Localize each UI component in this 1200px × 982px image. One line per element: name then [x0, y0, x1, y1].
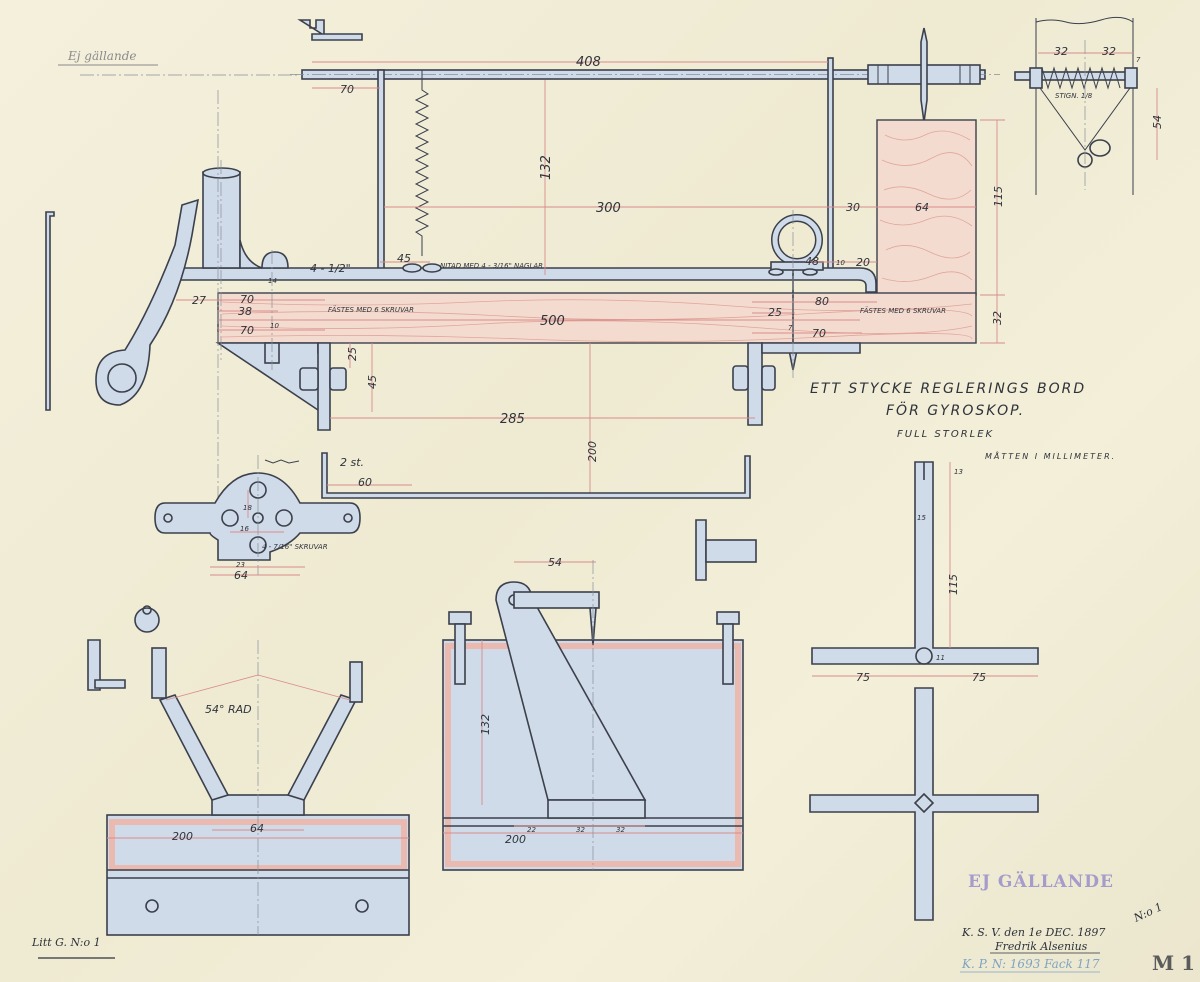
dim-80: 80	[815, 295, 829, 308]
dim-60: 60	[358, 476, 372, 489]
dim-32-right: 32	[991, 311, 1004, 325]
dim-11: 11	[936, 654, 945, 662]
dim-22: 22	[527, 826, 536, 834]
dim-132-box: 132	[479, 714, 492, 735]
rivets	[402, 263, 818, 276]
dim-500: 500	[540, 314, 565, 329]
dim-27: 27	[192, 294, 206, 307]
stign-note: STIGN. 1/8	[1055, 92, 1093, 100]
dim-15: 15	[917, 514, 926, 522]
dim-48: 48	[805, 255, 819, 268]
dim-7-spring: 7	[1136, 56, 1141, 64]
dim-16: 16	[240, 525, 249, 533]
clip-detail	[297, 19, 363, 41]
title-line-3: FULL STORLEK	[897, 429, 994, 440]
dim-115: 115	[992, 186, 1005, 207]
dim-10b: 10	[270, 322, 279, 330]
v-holder-view: 54° RAD 200 64	[87, 605, 410, 936]
dim-10: 10	[836, 259, 845, 267]
dim-64-top: 64	[915, 201, 929, 214]
two-pieces-note: 2 st.	[340, 456, 364, 469]
fastes-note-right: FÄSTES MED 6 SKRUVAR	[860, 306, 946, 315]
flange-screws-note: 4 - 7/16" SKRUVAR	[262, 543, 328, 551]
dim-285: 285	[500, 412, 525, 427]
dim-54-spring: 54	[1151, 115, 1164, 129]
lever-arm	[95, 198, 200, 406]
dim-32a: 32	[576, 826, 585, 834]
right-bracket	[747, 342, 763, 426]
tension-spring	[414, 70, 430, 256]
sheet-number: M 1	[1152, 951, 1195, 975]
dim-32-spring-right: 32	[1102, 45, 1116, 58]
dim-75-right: 75	[972, 671, 986, 684]
tube-post	[202, 171, 241, 269]
main-side-view: 408 70 132 300 30 64 115 32 45 NITAD MED…	[45, 19, 1005, 530]
nitad-note: NITAD MED 4 - 3/16" NAGLAR	[440, 262, 543, 270]
sheet-reference: Litt G. N:o 1	[31, 936, 101, 949]
dim-70a: 70	[240, 293, 254, 306]
dim-13: 13	[954, 468, 963, 476]
base-plate	[177, 267, 877, 293]
corner-mark: N:o 1	[1131, 900, 1165, 925]
archive-reference: K. P. N: 1693 Fack 117	[961, 957, 1100, 971]
wood-board	[217, 292, 977, 344]
pencil-note: Ej gällande	[58, 49, 300, 76]
dim-70-top: 70	[340, 83, 354, 96]
flange-view: 18 16 23 64 4 - 7/16" SKRUVAR	[154, 455, 361, 582]
dim-25: 25	[768, 306, 782, 319]
dim-200: 200	[586, 441, 599, 462]
angle-note: 54° RAD	[205, 703, 252, 716]
dimension-lines	[176, 61, 1005, 495]
title-line-2: FÖR GYROSKOP.	[886, 401, 1025, 419]
dim-18: 18	[243, 504, 252, 512]
dim-14: 14	[268, 277, 277, 285]
title-line-1: ETT STYCKE REGLERINGS BORD	[810, 381, 1086, 397]
dim-20: 20	[856, 256, 870, 269]
dim-408: 408	[576, 55, 601, 70]
wing-nut-left	[299, 367, 347, 391]
dim-64-flange: 64	[234, 569, 248, 582]
cross-side-view: 75 75 115 15 13 11	[811, 461, 1039, 684]
title-block: ETT STYCKE REGLERINGS BORD FÖR GYROSKOP.…	[810, 381, 1116, 461]
loose-rod	[45, 211, 55, 411]
cross-top-view	[809, 687, 1039, 921]
dim-132: 132	[539, 155, 554, 180]
fastes-note-left: FÄSTES MED 6 SKRUVAR	[328, 305, 414, 314]
dim-70c: 70	[812, 327, 826, 340]
dim-200-box: 200	[505, 833, 526, 846]
dim-32-spring-left: 32	[1054, 45, 1068, 58]
dim-70b: 70	[240, 324, 254, 337]
dim-30: 30	[846, 201, 860, 214]
dim-54: 54	[548, 556, 562, 569]
wood-block	[876, 119, 977, 296]
dim-45-vertical: 45	[366, 375, 379, 389]
right-post	[827, 57, 834, 276]
dim-300: 300	[596, 201, 621, 216]
box-bracket-view: 54 132 22 32 32 200	[442, 519, 757, 871]
dim-115-cross: 115	[947, 574, 960, 595]
spring-detail-view: 32 32 7 54 STIGN. 1/8	[1014, 16, 1164, 195]
dim-7: 7	[788, 324, 793, 332]
screws-note: 4 - 1/2"	[310, 262, 351, 275]
wing-nut-right	[732, 365, 776, 391]
bracket-flat-view: 2 st. 60	[321, 452, 751, 499]
signature-line-1: K. S. V. den 1e DEC. 1897	[961, 926, 1105, 939]
units-note: MÅTTEN I MILLIMETER.	[985, 450, 1116, 461]
left-post	[377, 69, 385, 276]
pencil-note-text: Ej gällande	[67, 49, 136, 63]
dim-38: 38	[238, 305, 252, 318]
pointer-needle	[920, 27, 928, 123]
ej-gallande-stamp: EJ GÄLLANDE	[968, 871, 1114, 892]
dim-75-left: 75	[856, 671, 870, 684]
dim-23: 23	[236, 561, 245, 569]
dim-25-vertical: 25	[346, 347, 359, 361]
dim-200-left: 200	[172, 830, 193, 843]
dim-64-holder: 64	[250, 822, 264, 835]
dim-32b: 32	[616, 826, 625, 834]
signature-line-2: Fredrik Alsenius	[994, 940, 1088, 953]
dim-45: 45	[397, 252, 411, 265]
